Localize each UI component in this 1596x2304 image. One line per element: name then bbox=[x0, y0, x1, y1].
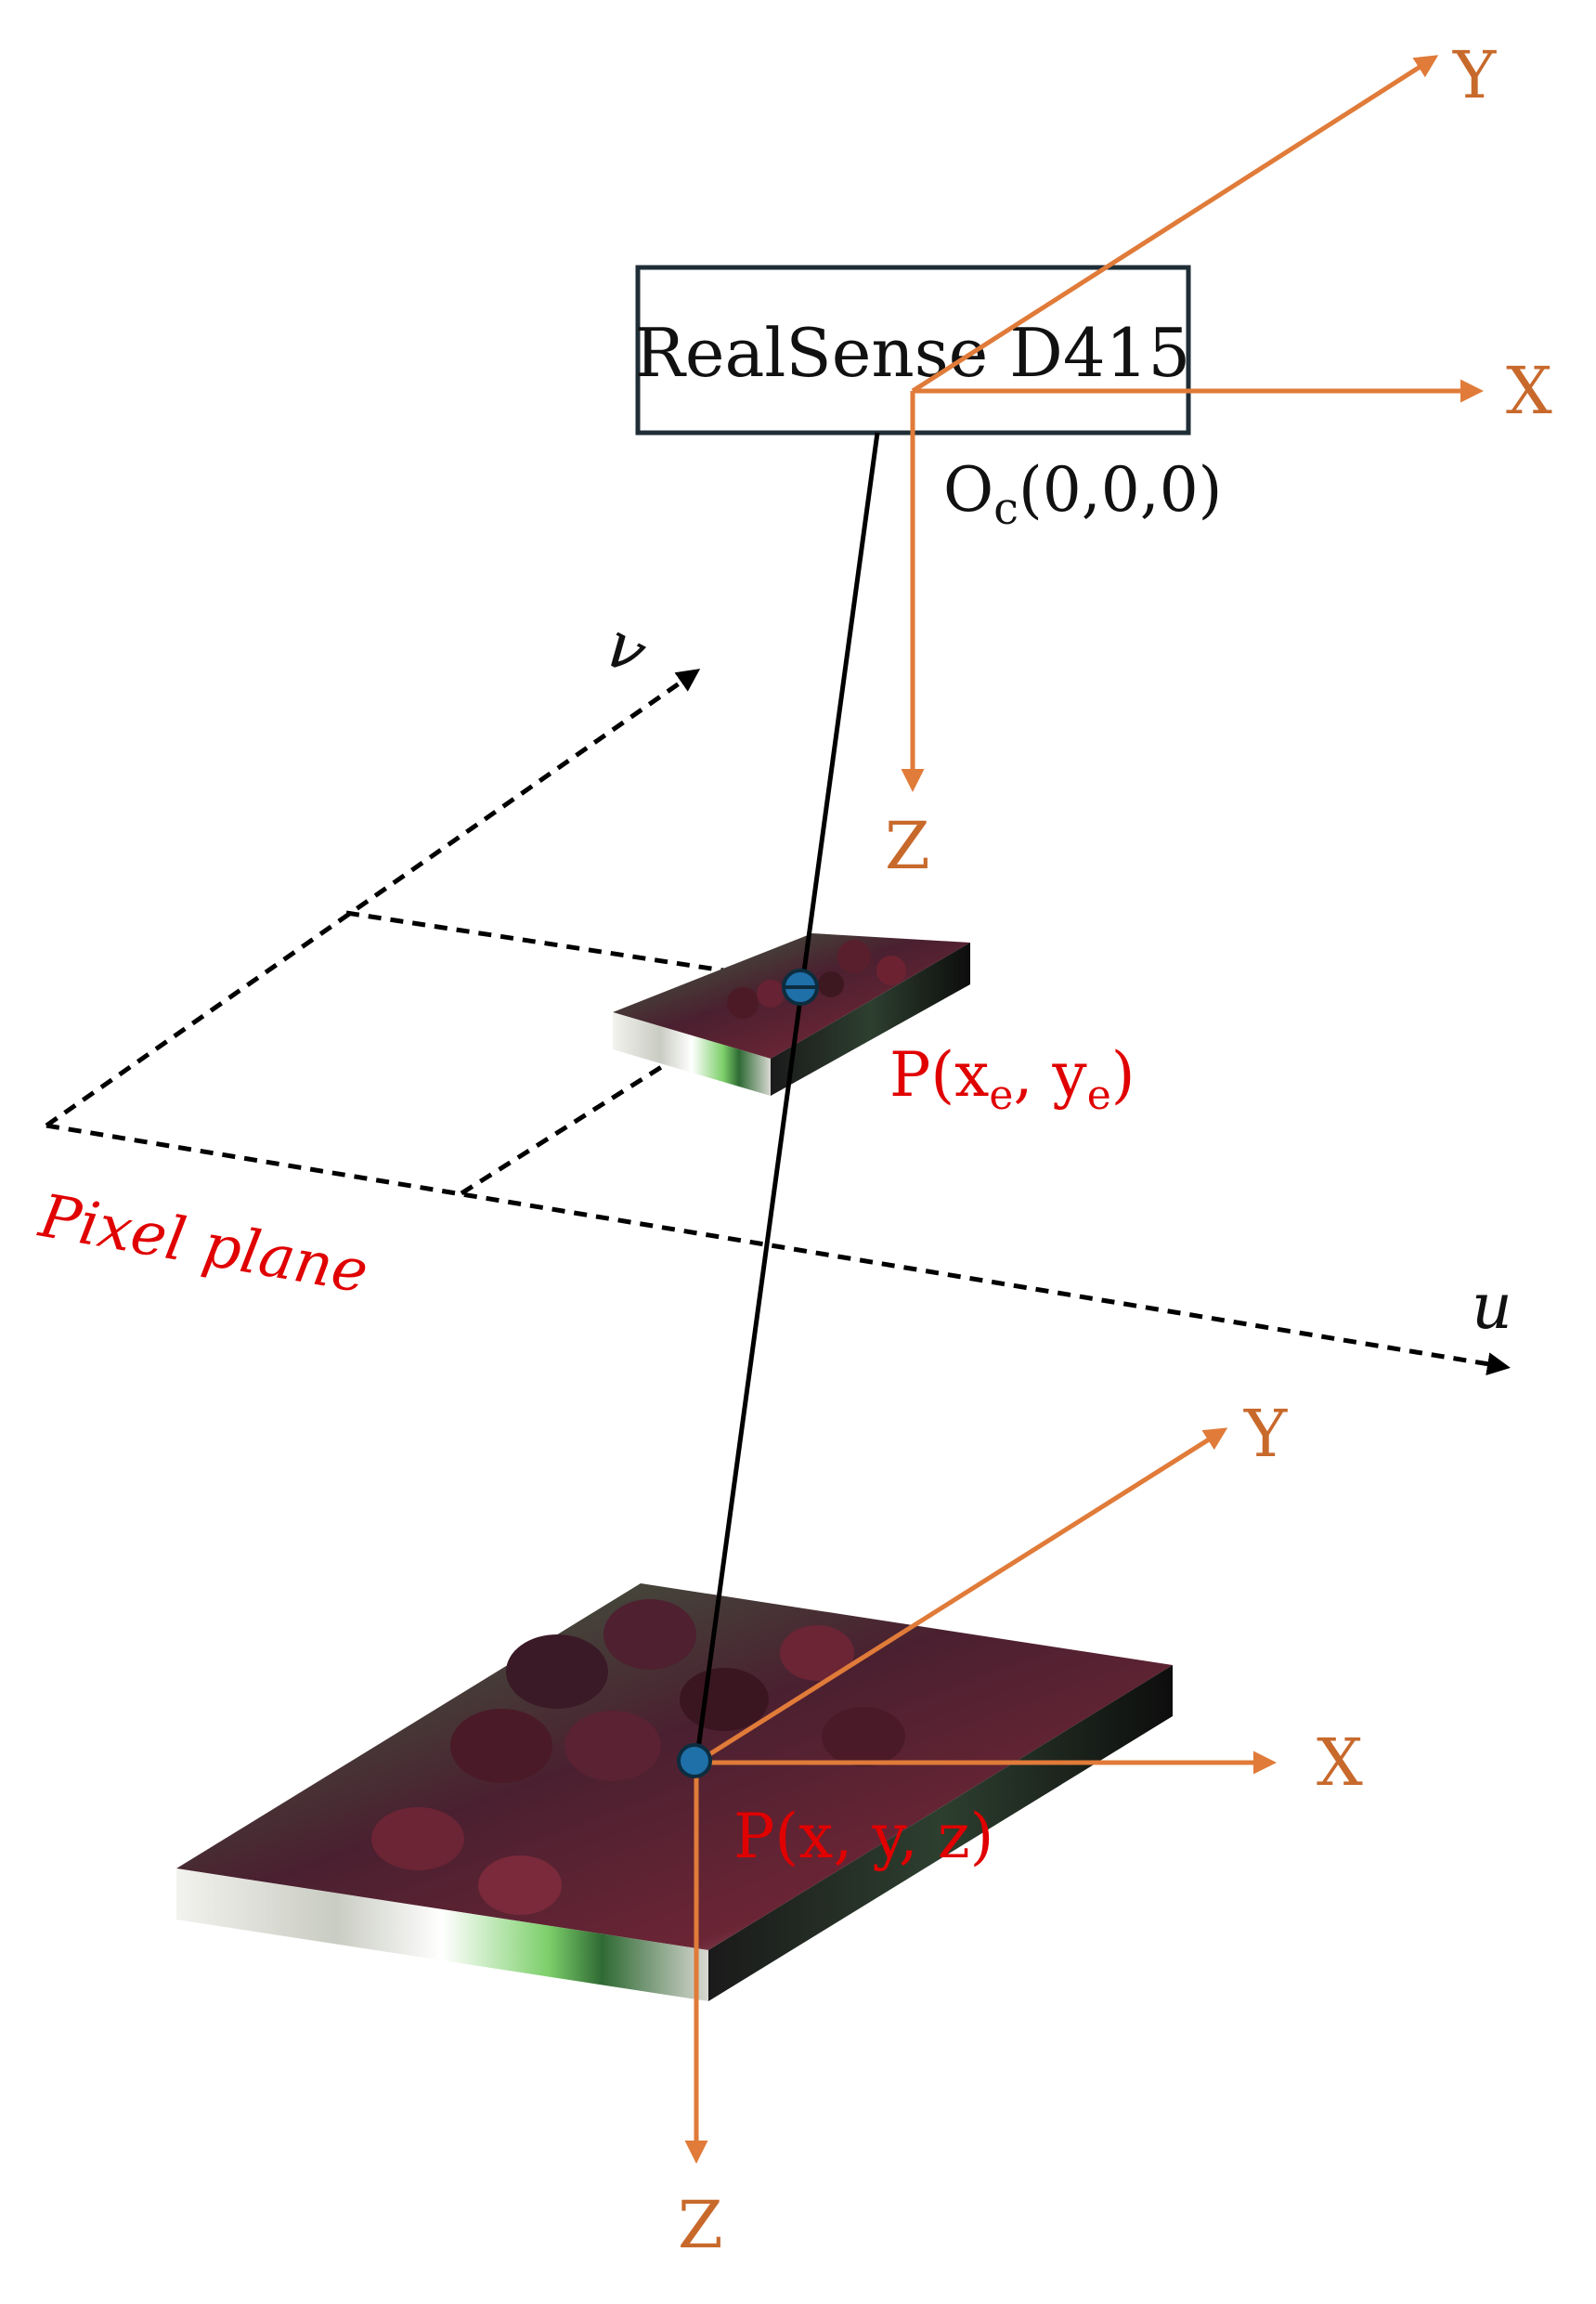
camera-z-label: Z bbox=[885, 808, 930, 884]
image-point-label: P(xe, ye) bbox=[889, 1039, 1135, 1119]
u-label: u bbox=[1472, 1270, 1512, 1344]
world-point-marker bbox=[677, 1743, 712, 1778]
projection-ray bbox=[694, 432, 880, 1764]
pixel-plane-label: Pixel plane bbox=[33, 1182, 372, 1308]
v-axis bbox=[45, 669, 701, 1128]
camera-x-label: X bbox=[1506, 353, 1552, 429]
camera-name: RealSense D415 bbox=[635, 314, 1191, 392]
world-y-label: Y bbox=[1243, 1396, 1288, 1472]
world-y-axis bbox=[694, 1427, 1228, 1765]
u-axis bbox=[45, 1123, 1511, 1376]
image-point-marker bbox=[782, 969, 819, 1006]
camera-y-axis bbox=[911, 55, 1439, 394]
world-z-label: Z bbox=[678, 2187, 723, 2263]
camera-axes: Y X Z bbox=[885, 37, 1552, 884]
camera-y-label: Y bbox=[1452, 37, 1497, 113]
world-point-label: P(x, y, z) bbox=[733, 1801, 993, 1872]
world-x-label: X bbox=[1317, 1725, 1363, 1801]
world-axes: Y X Z bbox=[678, 1396, 1363, 2263]
v-label: v bbox=[592, 609, 658, 691]
image-slab-large bbox=[176, 1583, 1173, 2001]
origin-label: Oc(0,0,0) bbox=[943, 454, 1222, 535]
